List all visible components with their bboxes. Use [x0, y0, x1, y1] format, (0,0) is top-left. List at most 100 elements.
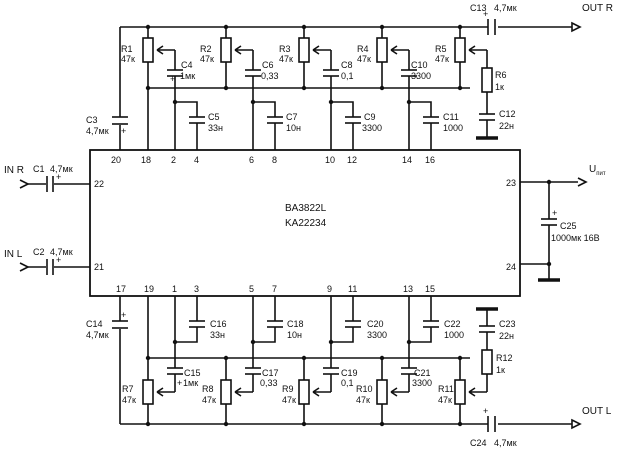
- u-pit-label: Uпит: [589, 164, 606, 177]
- c23-capacitor: [476, 307, 498, 338]
- c6-value: 0,33: [261, 71, 279, 81]
- svg-text:7: 7: [272, 284, 277, 294]
- svg-text:1: 1: [172, 284, 177, 294]
- c1-value: 4,7мк: [50, 164, 73, 174]
- c10-value: 3300: [411, 71, 431, 81]
- c2-name: C2: [33, 247, 45, 257]
- top-pin-numbers: 20 18 2 4 6 8 10 12 14 16: [111, 155, 435, 165]
- c5-value: 33н: [208, 123, 223, 133]
- r1-name: R1: [121, 44, 133, 54]
- r10-potentiometer: [376, 358, 409, 424]
- c16-capacitor: [172, 296, 205, 345]
- c2-value: 4,7мк: [50, 247, 73, 257]
- c21-capacitor: [401, 296, 417, 392]
- c23-value: 22н: [499, 331, 514, 341]
- c6-capacitor: [245, 50, 261, 150]
- c12-value: 22н: [499, 121, 514, 131]
- c15-name: C15: [184, 368, 201, 378]
- r3-name: R3: [279, 44, 291, 54]
- c25-name: C25: [560, 221, 577, 231]
- svg-text:13: 13: [403, 284, 413, 294]
- r8-name: R8: [202, 384, 214, 394]
- r9-potentiometer: [298, 358, 331, 424]
- c1-name: C1: [33, 164, 45, 174]
- c24-name: C24: [470, 438, 487, 448]
- out-l-label: OUT L: [582, 406, 612, 417]
- c21-name: C21: [414, 368, 431, 378]
- svg-text:2: 2: [171, 155, 176, 165]
- r5-name: R5: [435, 44, 447, 54]
- r11-value: 47к: [438, 395, 452, 405]
- svg-text:5: 5: [249, 284, 254, 294]
- svg-text:15: 15: [425, 284, 435, 294]
- c20-value: 3300: [367, 330, 387, 340]
- bottom-pin-numbers: 17 19 1 3 5 7 9 11 13 15: [116, 284, 435, 294]
- svg-text:10: 10: [325, 155, 335, 165]
- c15-capacitor: [167, 296, 183, 392]
- c17-value: 0,33: [260, 378, 278, 388]
- c18-name: C18: [287, 319, 304, 329]
- c18-value: 10н: [287, 330, 302, 340]
- pin-24: 24: [506, 262, 516, 272]
- pin-23: 23: [506, 178, 516, 188]
- ic-label-1: BA3822L: [285, 203, 327, 214]
- c8-value: 0,1: [341, 71, 354, 81]
- r11-potentiometer: [454, 358, 487, 424]
- r1-value: 47к: [121, 54, 135, 64]
- c11-name: C11: [443, 112, 459, 122]
- c7-capacitor: [250, 99, 283, 150]
- c17-capacitor: [245, 296, 261, 392]
- r11-name: R11: [438, 384, 454, 394]
- c3-plus: +: [121, 126, 126, 136]
- r6-name: R6: [495, 70, 507, 80]
- c25-capacitor: +: [520, 179, 560, 282]
- c20-name: C20: [367, 319, 384, 329]
- svg-text:14: 14: [402, 155, 412, 165]
- c3-capacitor: [112, 116, 128, 125]
- r1-potentiometer: [142, 27, 175, 150]
- r7-value: 47к: [122, 395, 136, 405]
- svg-text:8: 8: [272, 155, 277, 165]
- r4-potentiometer: [376, 27, 409, 88]
- c24-value: 4,7мк: [494, 438, 517, 448]
- c11-value: 1000: [443, 123, 463, 133]
- r4-name: R4: [357, 44, 369, 54]
- r8-potentiometer: [220, 358, 253, 424]
- r10-value: 47к: [356, 395, 370, 405]
- in-r-arrow-icon: [19, 179, 30, 189]
- c12-name: C12: [499, 109, 516, 119]
- c13-value: 4,7мк: [494, 3, 517, 13]
- r12-resistor: [481, 338, 493, 392]
- r9-name: R9: [282, 384, 294, 394]
- c7-name: C7: [286, 112, 298, 122]
- c16-value: 33н: [210, 330, 225, 340]
- c4-name: C4: [181, 60, 193, 70]
- c14-plus: +: [121, 310, 126, 320]
- r4-value: 47к: [357, 54, 371, 64]
- c5-capacitor: [172, 99, 205, 150]
- c22-name: C22: [444, 319, 461, 329]
- svg-text:17: 17: [116, 284, 126, 294]
- c4-value: 1мк: [180, 71, 195, 81]
- out-r-arrow-icon: [560, 21, 582, 33]
- svg-text:16: 16: [425, 155, 435, 165]
- out-l-capacitor: +: [483, 406, 496, 432]
- r9-value: 47к: [282, 395, 296, 405]
- svg-text:9: 9: [327, 284, 332, 294]
- r2-name: R2: [200, 44, 212, 54]
- c9-capacitor: [328, 99, 361, 150]
- c19-capacitor: [323, 296, 339, 392]
- c14-capacitor: [112, 320, 128, 329]
- c10-name: C10: [411, 60, 428, 70]
- svg-text:12: 12: [347, 155, 357, 165]
- c3-name: C3: [86, 115, 98, 125]
- pin-21: 21: [94, 262, 104, 272]
- c6-name: C6: [262, 60, 274, 70]
- c9-value: 3300: [362, 123, 382, 133]
- c13-name: C13: [470, 3, 487, 13]
- svg-text:+: +: [56, 172, 61, 182]
- c12-capacitor: [476, 113, 498, 140]
- c11-capacitor: [406, 99, 439, 150]
